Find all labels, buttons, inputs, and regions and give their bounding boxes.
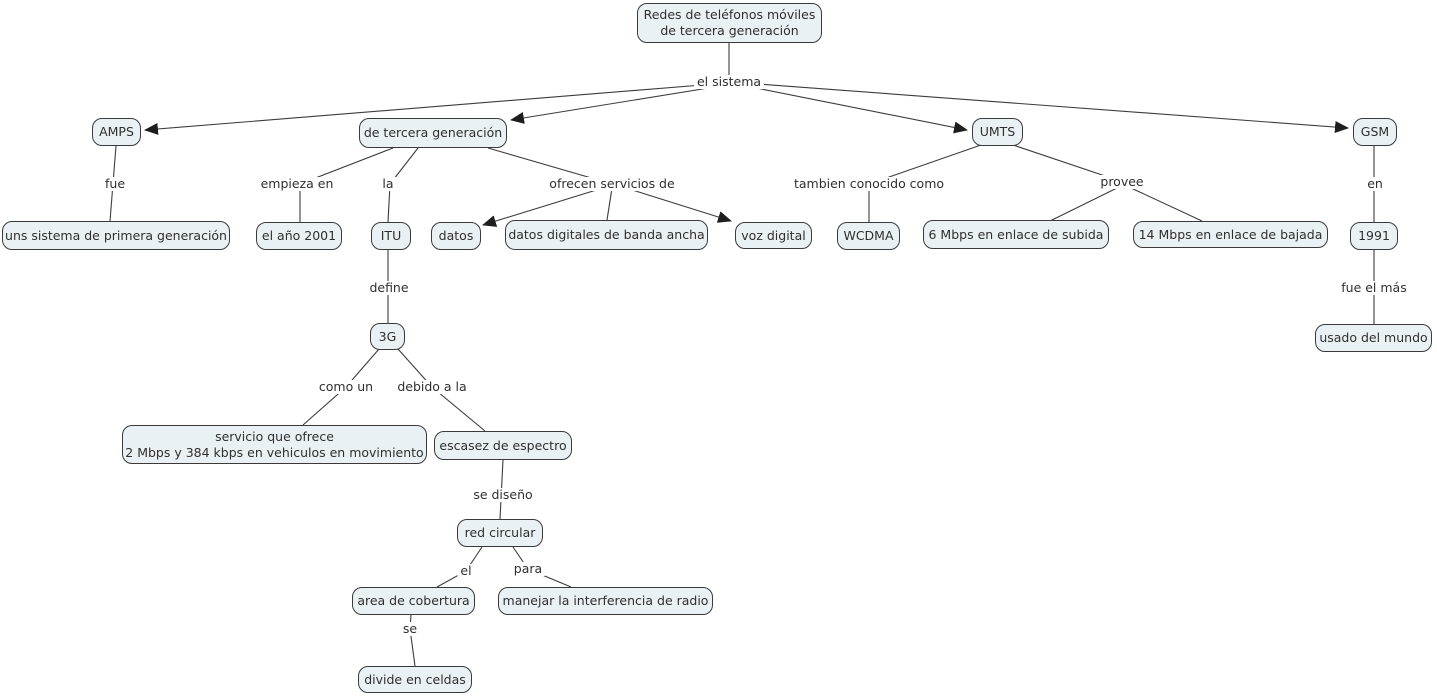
- concept-node-voz-digital[interactable]: voz digital: [735, 222, 812, 249]
- link-label-como-un[interactable]: como un: [315, 380, 377, 394]
- link-label-para[interactable]: para: [510, 562, 546, 576]
- edge-ofrecen-to-datos-digitales: [606, 187, 613, 221]
- edge-provee-to-subida: [1049, 187, 1118, 222]
- concept-node-servicio-que-ofrece[interactable]: servicio que ofrece 2 Mbps y 384 kbps en…: [122, 425, 427, 464]
- link-label-el[interactable]: el: [457, 564, 475, 578]
- edge-provee-to-bajada: [1130, 187, 1203, 222]
- concept-node-datos[interactable]: datos: [431, 222, 481, 250]
- link-label-provee[interactable]: provee: [1097, 175, 1147, 189]
- concept-node-escasez-de-espectro[interactable]: escasez de espectro: [434, 431, 572, 460]
- link-label-se[interactable]: se: [399, 622, 421, 636]
- link-label-fue[interactable]: fue: [101, 177, 129, 191]
- concept-node-itu[interactable]: ITU: [371, 222, 411, 250]
- concept-node-3g[interactable]: 3G: [370, 323, 405, 350]
- concept-node-umts[interactable]: UMTS: [972, 118, 1023, 146]
- link-label-debido-a-la[interactable]: debido a la: [394, 380, 470, 394]
- concept-node-el-ano-2001[interactable]: el año 2001: [256, 222, 342, 250]
- link-label-ofrecen-servicios-de[interactable]: ofrecen servicios de: [546, 177, 678, 191]
- link-label-define[interactable]: define: [366, 281, 412, 295]
- link-label-en[interactable]: en: [1364, 177, 1386, 191]
- concept-node-6-mbps-enlace-subida[interactable]: 6 Mbps en enlace de subida: [923, 220, 1109, 249]
- concept-node-redes-telefonos-moviles[interactable]: Redes de teléfonos móviles de tercera ge…: [637, 3, 822, 43]
- concept-node-gsm[interactable]: GSM: [1353, 118, 1397, 146]
- link-label-fue-el-mas[interactable]: fue el más: [1338, 281, 1410, 295]
- concept-node-uns-sistema-primera-generacion[interactable]: uns sistema de primera generación: [2, 221, 230, 250]
- concept-node-usado-del-mundo[interactable]: usado del mundo: [1315, 324, 1432, 352]
- edge-ofrecen-to-datos: [482, 186, 607, 227]
- concept-node-1991[interactable]: 1991: [1350, 222, 1398, 250]
- edge-el-sistema-to-amps: [144, 82, 728, 135]
- edge-ofrecen-to-voz-digital: [625, 187, 732, 223]
- link-label-tambien-conocido-como[interactable]: tambien conocido como: [790, 177, 948, 191]
- concept-node-de-tercera-generacion[interactable]: de tercera generación: [359, 118, 507, 148]
- concept-node-datos-digitales-banda-ancha[interactable]: datos digitales de banda ancha: [505, 220, 708, 250]
- link-label-el-sistema[interactable]: el sistema: [693, 75, 765, 89]
- edge-el-sistema-to-tercera: [510, 84, 728, 124]
- edge-el-sistema-to-gsm: [730, 81, 1349, 134]
- concept-node-14-mbps-enlace-bajada[interactable]: 14 Mbps en enlace de bajada: [1133, 221, 1328, 248]
- link-label-la[interactable]: la: [379, 177, 397, 191]
- concept-node-amps[interactable]: AMPS: [92, 118, 141, 146]
- link-label-empieza-en[interactable]: empieza en: [257, 177, 337, 191]
- link-label-se-diseno[interactable]: se diseño: [470, 488, 536, 502]
- concept-node-red-circular[interactable]: red circular: [457, 519, 543, 547]
- edge-el-sistema-to-umts: [730, 82, 968, 134]
- concept-node-wcdma[interactable]: WCDMA: [837, 222, 900, 250]
- concept-node-divide-en-celdas[interactable]: divide en celdas: [358, 666, 472, 693]
- concept-node-area-de-cobertura[interactable]: area de cobertura: [352, 587, 475, 615]
- concept-node-manejar-interferencia-radio[interactable]: manejar la interferencia de radio: [498, 587, 713, 615]
